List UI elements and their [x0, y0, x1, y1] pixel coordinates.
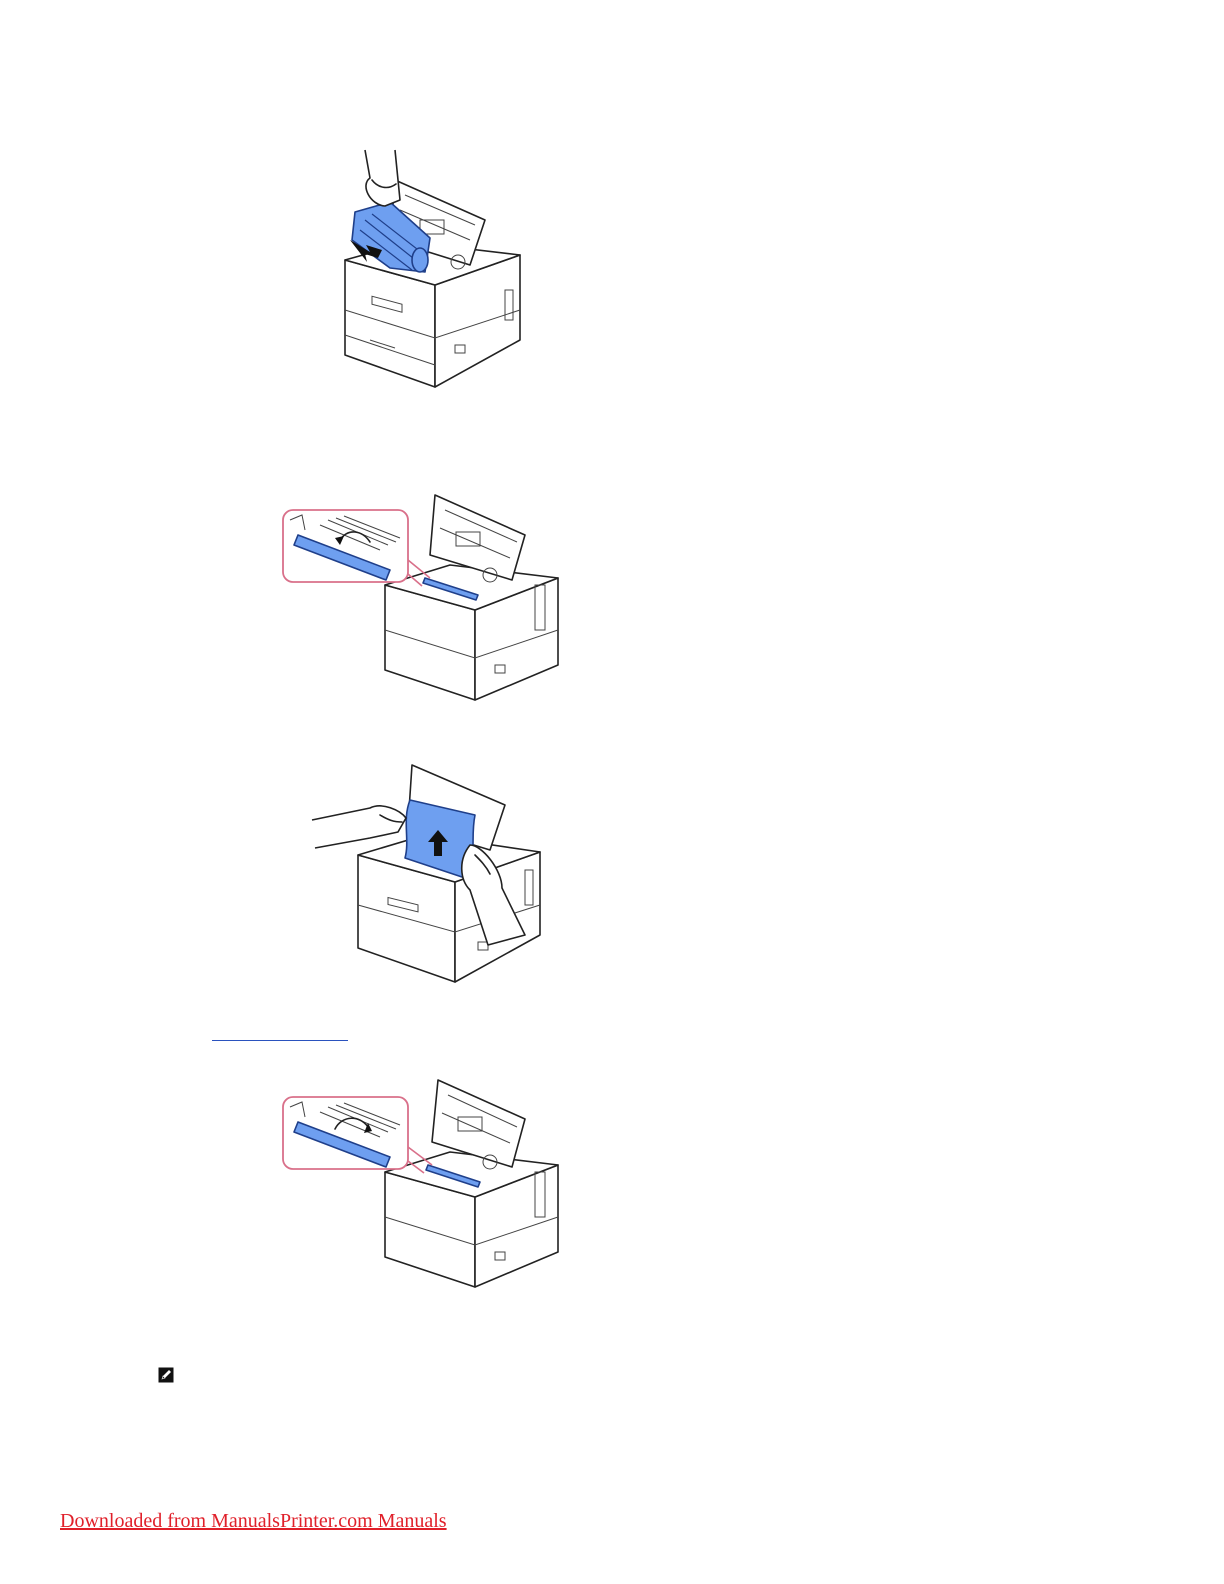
reference-link-underline[interactable] [212, 1040, 348, 1041]
figure-pull-jammed-paper [310, 760, 550, 985]
figure-lift-roller-guide [280, 490, 565, 705]
figure-insert-toner [330, 150, 530, 390]
figure-lower-roller-guide [280, 1077, 565, 1292]
note-pencil-icon [158, 1367, 174, 1383]
footer-download-link[interactable]: Downloaded from ManualsPrinter.com Manua… [60, 1510, 447, 1533]
